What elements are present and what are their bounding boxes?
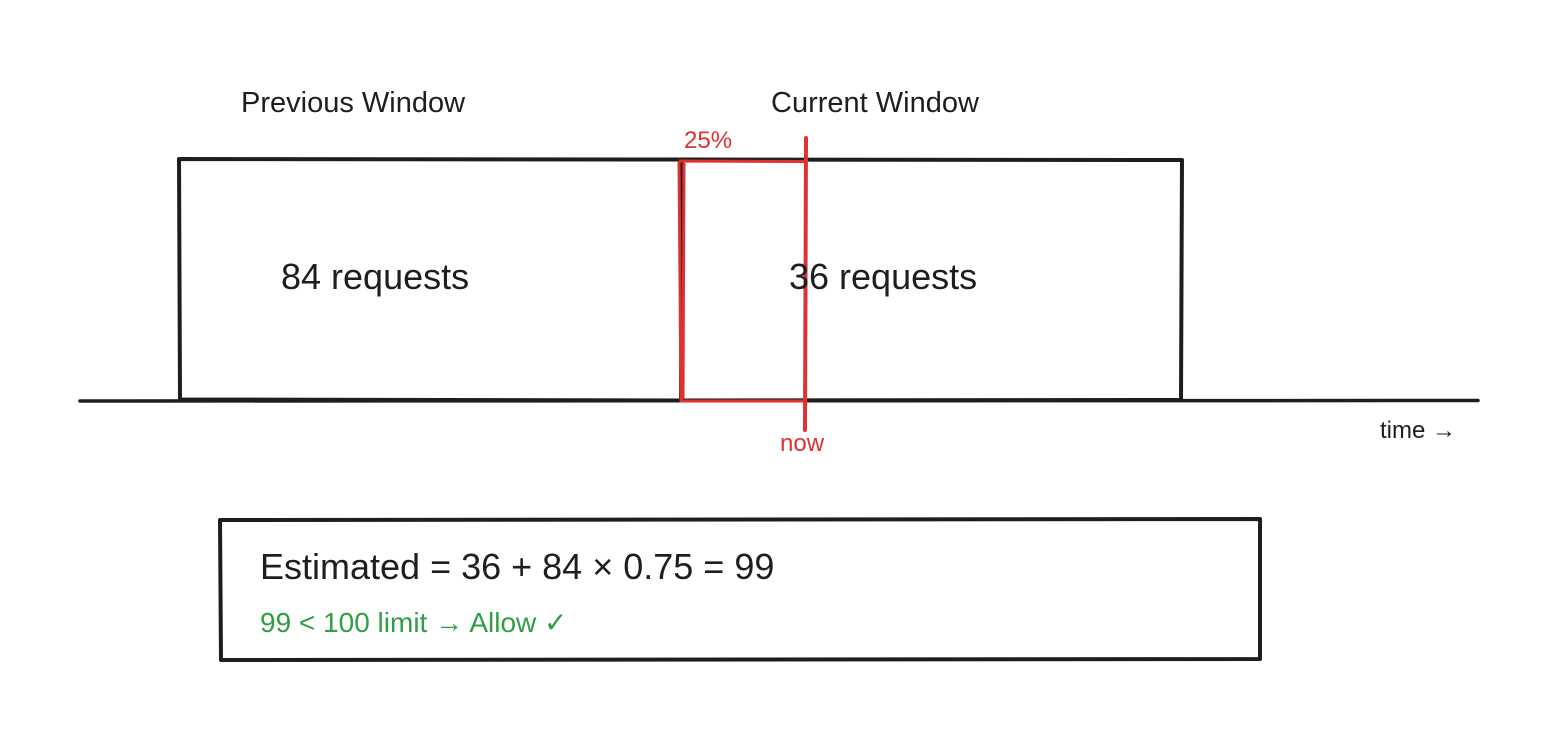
current-window-box [680,157,1184,403]
overlap-percent-label: 25% [684,127,732,154]
now-label: now [780,430,825,457]
current-window-count: 36 requests [789,256,977,297]
overlap-highlight-box [677,159,808,403]
previous-window-title: Previous Window [241,87,466,119]
allow-verdict: 99 < 100 limit → Allow ✓ [260,607,567,638]
estimate-formula: Estimated = 36 + 84 × 0.75 = 99 [260,546,774,587]
previous-window-count: 84 requests [281,256,469,297]
now-marker-line [803,136,808,432]
result-box [218,517,1262,662]
time-axis-label: time → [1380,417,1456,444]
current-window-title: Current Window [771,87,980,119]
